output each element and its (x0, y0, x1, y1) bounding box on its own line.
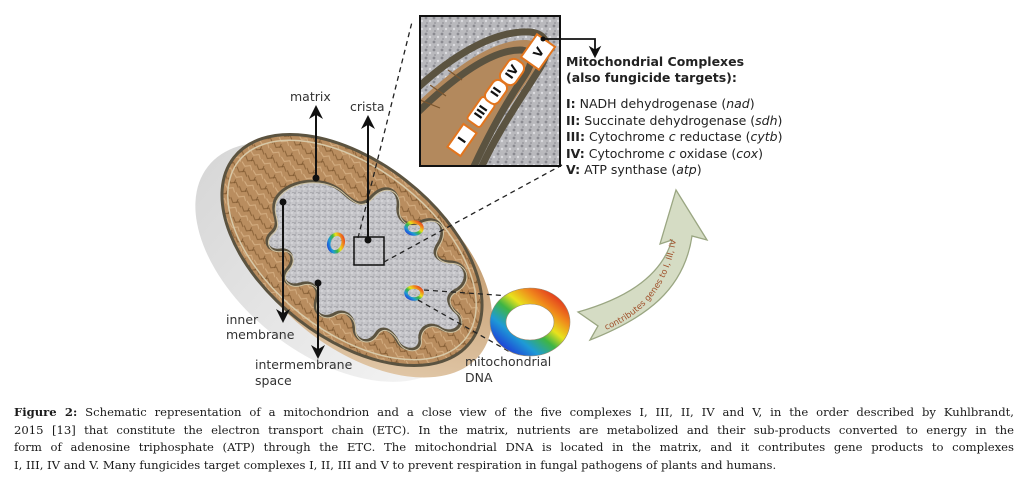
complex-tag-I: I (446, 122, 478, 158)
figure-label: Figure 2: (14, 405, 78, 419)
legend-connector-arrow (543, 38, 602, 59)
mtdna-large (489, 287, 571, 357)
mtdna-ring-large (490, 288, 570, 356)
label-intermembrane-line2: space (255, 373, 292, 388)
mitochondrion-figure: I III II IV V (0, 0, 783, 388)
legend-item: II: Succinate dehydrogenase (sdh) (566, 112, 783, 128)
pointer-arrows (276, 105, 375, 359)
figure-caption: Figure 2: Schematic representation of a … (14, 404, 1014, 474)
label-intermembrane-line1: intermembrane (255, 357, 353, 372)
mtdna-ring (404, 220, 424, 236)
legend-item: I: NADH dehydrogenase (nad) (566, 96, 755, 111)
caption-line: Figure 2: Schematic representation of a … (14, 405, 1014, 419)
legend-item: V: ATP synthase (atp) (566, 162, 702, 177)
legend-title-line2: (also fungicide targets): (566, 70, 737, 85)
label-mtdna-line2: DNA (465, 370, 493, 385)
caption-line: form of adenosine triphosphate (ATP) thr… (14, 440, 1014, 454)
mitochondrion-diagram: I III II IV V (0, 0, 709, 382)
label-inner-membrane-line1: inner (226, 312, 259, 327)
caption-line: 2015 [13] that constitute the electron t… (14, 422, 1014, 437)
label-mtdna-line1: mitochondrial (465, 354, 552, 369)
mtdna-ring (326, 232, 346, 254)
caption-line: I, III, IV and V. Many fungicides target… (14, 457, 777, 472)
legend-item: III: Cytochrome c reductase (cytb) (566, 129, 783, 144)
mtdna-ring (404, 285, 424, 301)
svg-text:III: III (471, 102, 490, 121)
legend-title-line1: Mitochondrial Complexes (566, 54, 745, 69)
complex-tags: I III II IV V (446, 32, 557, 158)
label-crista: crista (350, 99, 385, 114)
label-matrix: matrix (290, 89, 331, 104)
complex-tag-IV: IV (498, 57, 526, 87)
complexes-legend: Mitochondrial Complexes (also fungicide … (566, 54, 783, 179)
complex-tag-II: II (483, 78, 509, 106)
complex-inset: I III II IV V (419, 15, 602, 167)
svg-text:I: I (455, 134, 469, 146)
mitochondrion (195, 133, 493, 382)
complex-tag-V: V (519, 32, 557, 72)
legend-item: IV: Cytochrome c oxidase (cox) (566, 145, 764, 161)
label-inner-membrane-line2: membrane (226, 327, 295, 342)
